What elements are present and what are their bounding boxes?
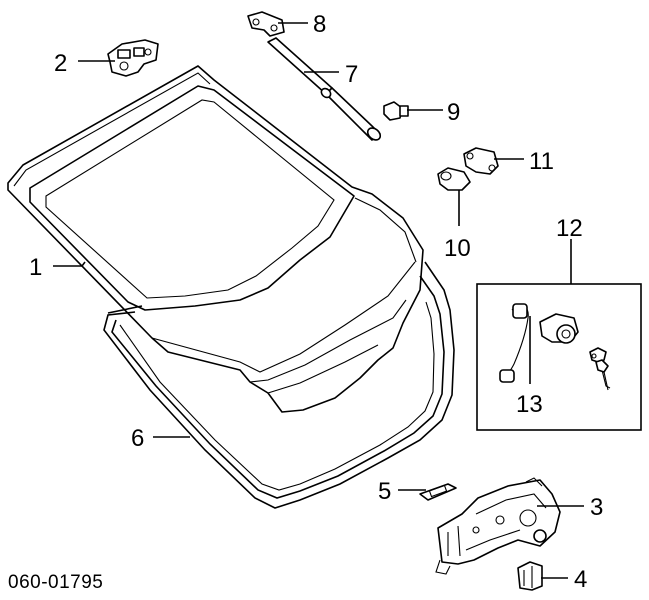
weatherstrip-seal: [103, 261, 455, 509]
latch-assembly: [435, 477, 561, 575]
hinge: [107, 39, 159, 77]
callout-10: 10: [444, 235, 471, 262]
lock-cylinder-kit-box: [476, 283, 642, 431]
strut-bracket: [247, 11, 285, 37]
callout-11: 11: [529, 148, 554, 175]
clip: [383, 101, 409, 121]
callout-labels: 2 1 6 5 3 4 8 7 9 11 10 12 13: [29, 11, 603, 593]
callout-5: 5: [378, 478, 391, 505]
gas-strut: [267, 37, 382, 141]
callout-4: 4: [574, 566, 587, 593]
striker: [463, 147, 499, 175]
callout-13: 13: [516, 391, 543, 418]
liftgate-panel: [7, 65, 424, 413]
callout-2: 2: [54, 50, 67, 77]
callout-7: 7: [345, 61, 358, 88]
callout-9: 9: [447, 99, 460, 126]
leader-lines: [53, 22, 584, 579]
callout-8: 8: [313, 11, 326, 38]
key-set: [589, 347, 611, 391]
callout-6: 6: [131, 425, 144, 452]
callout-1: 1: [29, 254, 42, 281]
latch-bracket: [517, 561, 543, 591]
diagram-reference-code: 060-01795: [8, 572, 103, 593]
bumper-stop: [437, 167, 471, 191]
release-switch: [419, 483, 457, 501]
callout-3: 3: [590, 494, 603, 521]
callout-12: 12: [556, 215, 583, 242]
